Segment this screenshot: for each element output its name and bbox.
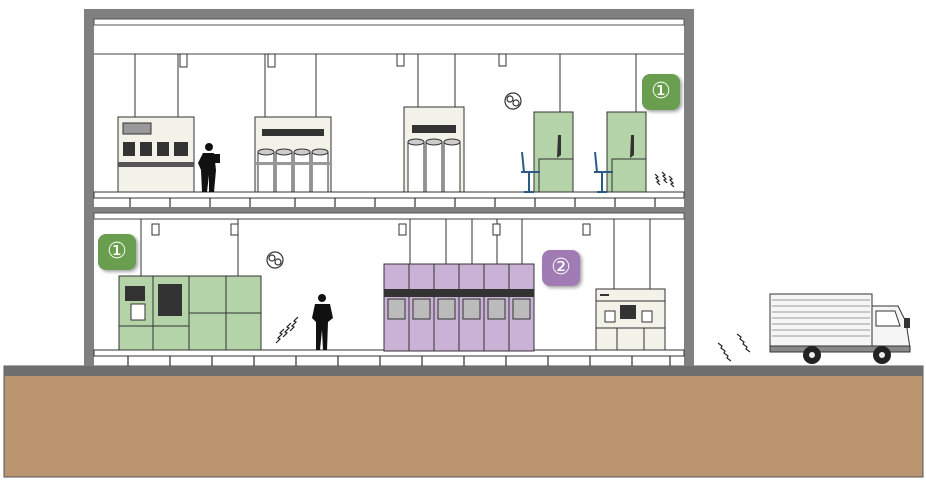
upper-ceiling-fixtures [134,53,637,117]
person-icon-lower [312,294,333,350]
upper-machine-2 [254,116,332,193]
building-frame [84,9,694,366]
noise-icon-lower [266,251,284,269]
badge-1-upper: ① [642,74,680,110]
noise-icon-upper [504,92,522,110]
lower-machine-purple [383,263,535,352]
vibration-icon-upper [654,171,675,188]
upper-machine-1 [117,116,195,193]
person-icon-upper [198,143,220,192]
lower-ceiling-fixtures [140,219,651,289]
upper-workstation-2 [606,111,647,193]
upper-raised-floor [93,191,685,207]
upper-workstation-1 [533,111,574,193]
ground-surface [4,366,923,376]
badge-1-lower: ① [98,234,136,270]
chair-icon-1 [521,151,540,193]
ground [3,365,924,478]
lower-machine-green [118,275,262,351]
badge-2-lower: ② [542,250,580,286]
lower-raised-floor [93,349,685,366]
vibration-icon-lower-left [275,316,299,344]
truck-icon [769,293,911,364]
upper-machine-3 [403,106,465,193]
vibration-icon-outside [717,333,751,362]
chair-icon-2 [594,151,613,193]
lower-machine-white [595,288,666,351]
